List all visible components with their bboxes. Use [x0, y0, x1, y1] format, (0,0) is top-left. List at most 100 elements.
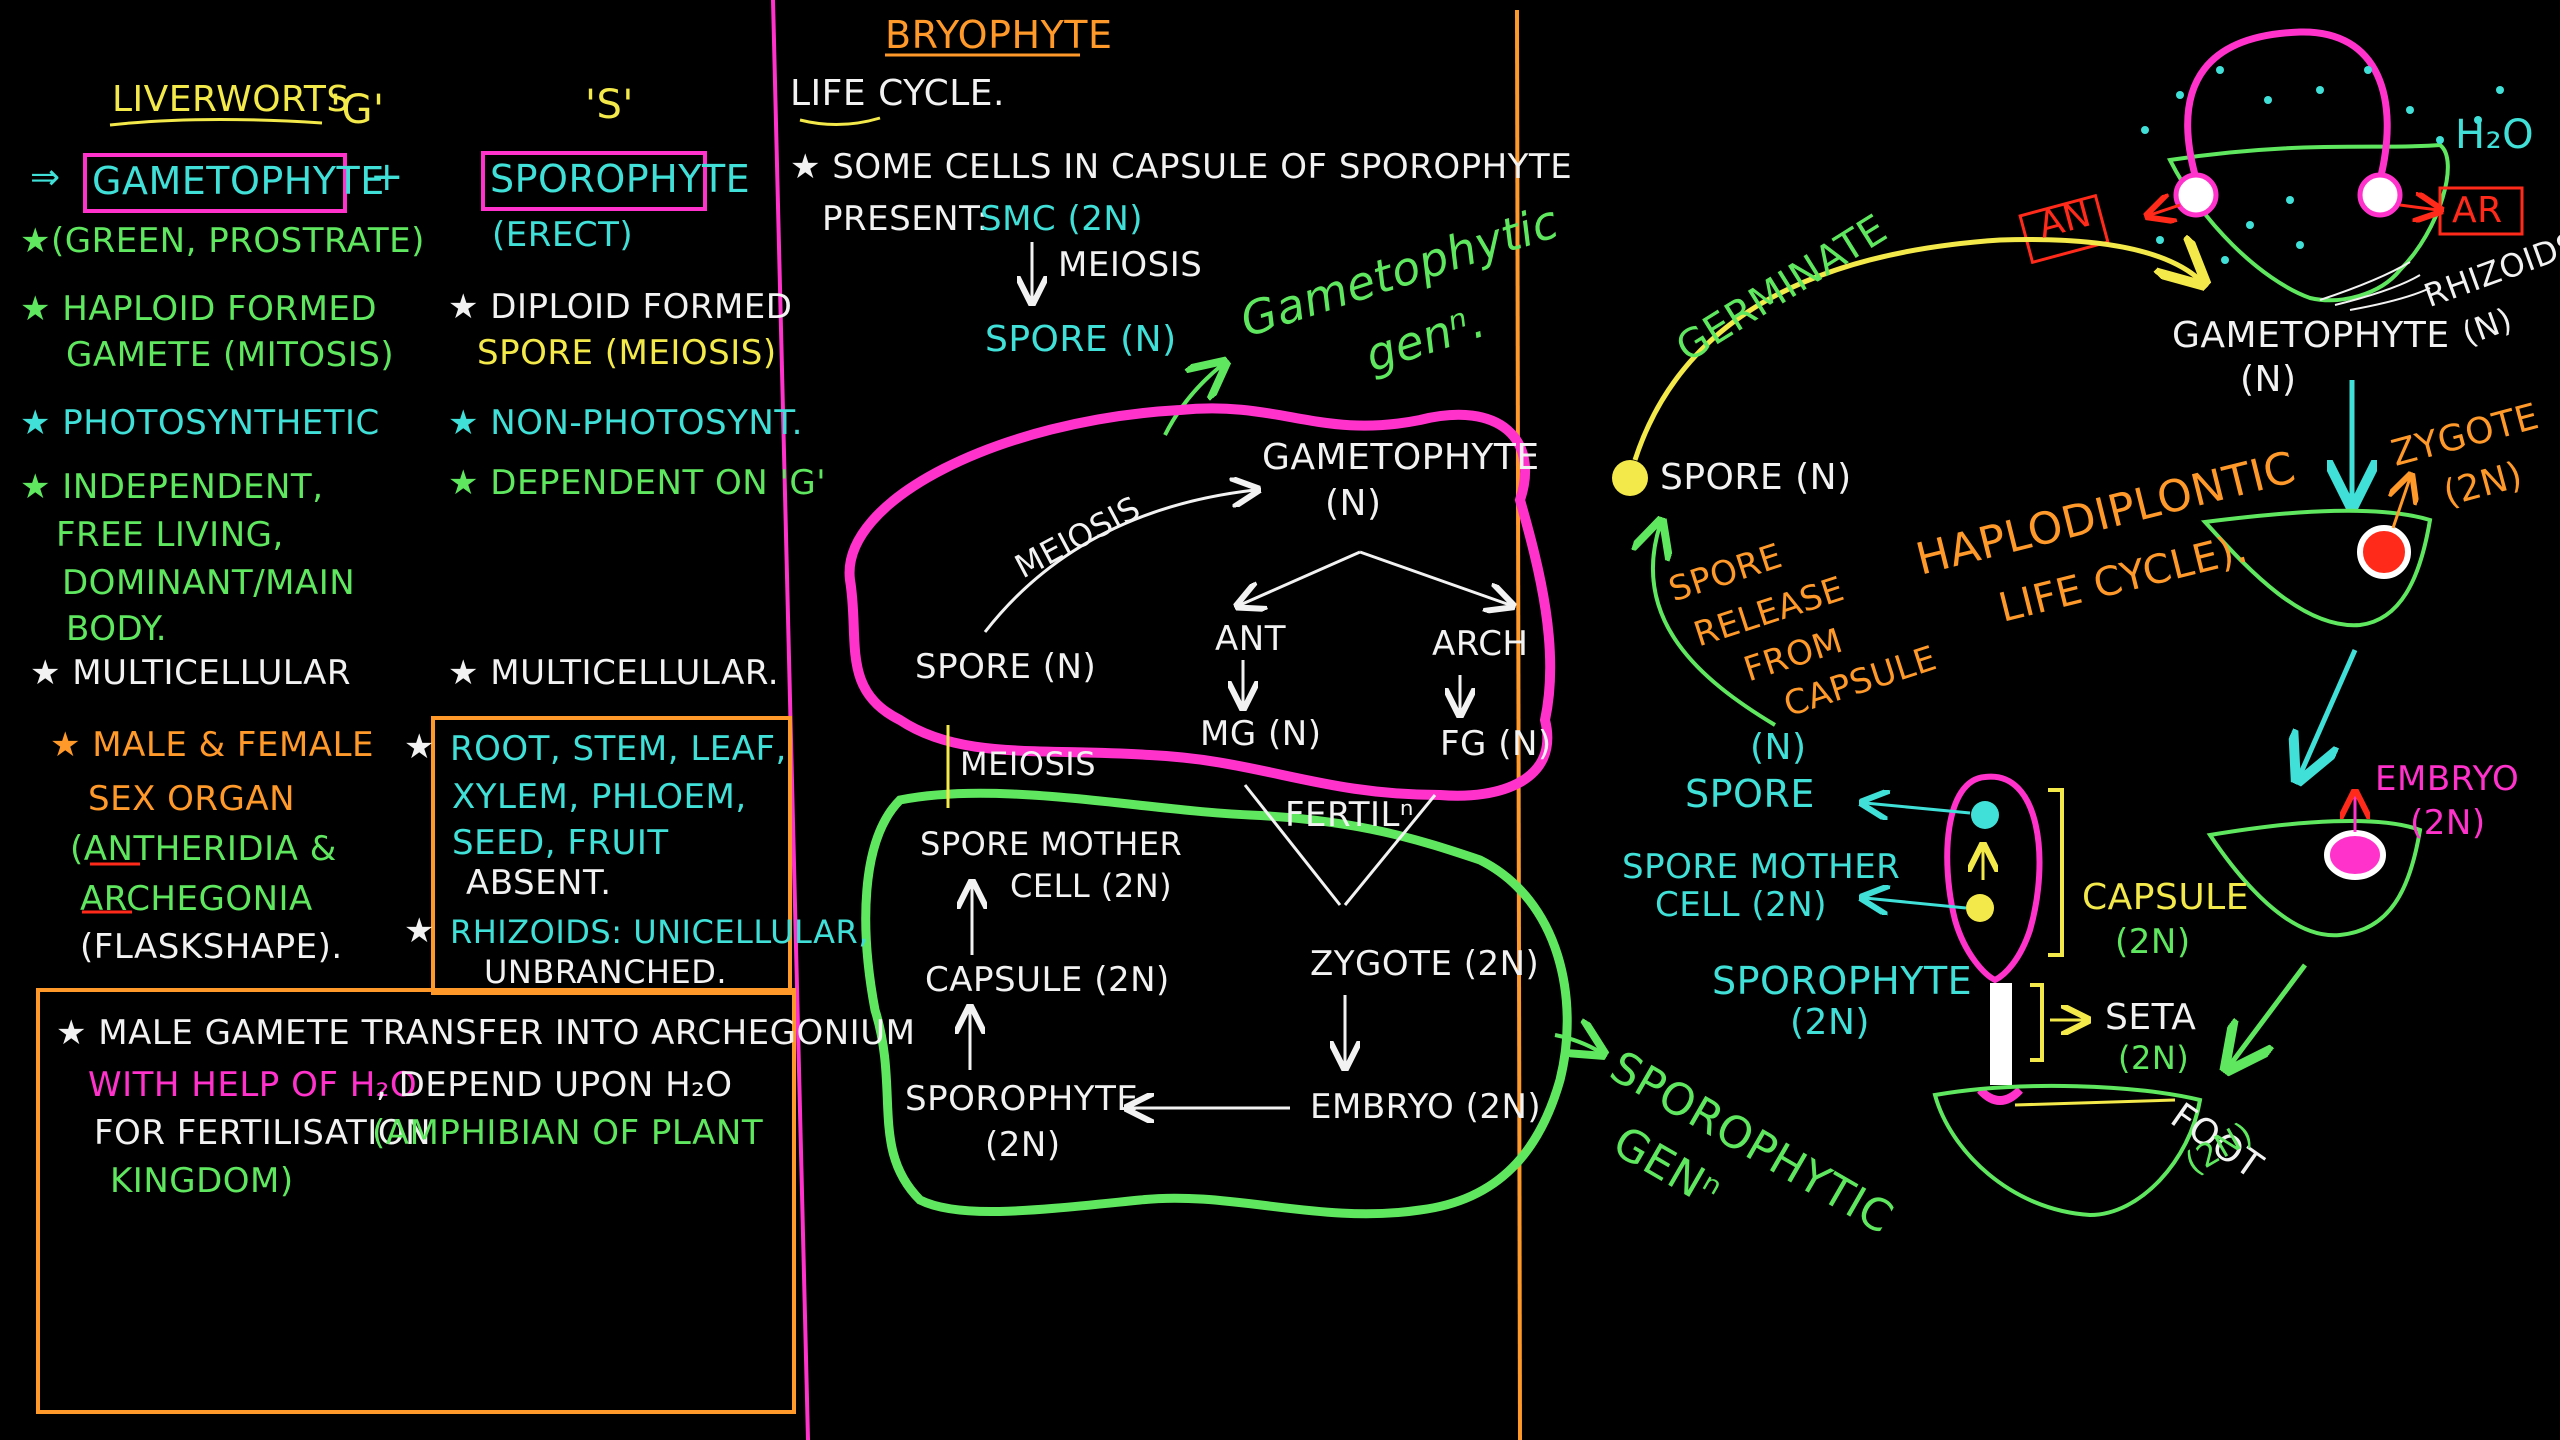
r-capsule-2n: (2N) — [2115, 922, 2191, 962]
cycle-smc-2: CELL (2N) — [1010, 867, 1173, 905]
rhizoid-lines — [2319, 261, 2431, 311]
life-cycle-subtitle: LIFE CYCLE. — [790, 73, 1005, 114]
gametophytic-pointer — [1163, 365, 1222, 436]
g-point-5: ★ MULTICELLULAR — [30, 653, 351, 693]
an-arrow — [2150, 205, 2181, 215]
ar-label: AR — [2452, 190, 2503, 231]
h2o-loop — [2184, 28, 2391, 181]
sporophyte-box — [481, 151, 707, 211]
seta-stalk — [1990, 983, 2012, 1085]
seta-bracket — [2030, 983, 2044, 1062]
spore-label-arrow — [1865, 803, 1971, 813]
zygote-arrow — [2393, 478, 2410, 529]
g-point-4b: FREE LIVING, — [56, 515, 284, 555]
spore-dot — [1612, 460, 1648, 496]
arrow-symbol: ⇒ — [30, 157, 61, 198]
r-gametophyte: GAMETOPHYTE — [2172, 315, 2450, 356]
cycle-mg: MG (N) — [1200, 714, 1322, 754]
fertil-line-left — [1243, 784, 1342, 906]
cycle-fertil: FERTILⁿ — [1285, 795, 1414, 835]
plus-sign: + — [370, 154, 405, 200]
r-spore-label-n: (N) — [1750, 727, 1807, 768]
s-point-2b: SPORE (MEIOSIS) — [477, 333, 777, 373]
g-tag: 'G' — [330, 87, 385, 133]
cycle-arch: ARCH — [1432, 624, 1529, 664]
foot-thallus — [1932, 1083, 2203, 1218]
cycle-zygote: ZYGOTE (2N) — [1310, 944, 1540, 984]
s-point-6c: SEED, FRUIT — [452, 823, 669, 863]
r-smc-1: SPORE MOTHER — [1622, 847, 1901, 887]
foot-line — [2014, 1098, 2176, 1107]
g-point-4a: ★ INDEPENDENT, — [20, 467, 324, 507]
s-box-star: ★ — [404, 727, 435, 767]
capsule-note-line-1: ★ SOME CELLS IN CAPSULE OF SPOROPHYTE — [790, 147, 1573, 187]
r-gametophyte-n: (N) — [2240, 359, 2297, 400]
s-point-6a: ROOT, STEM, LEAF, — [450, 729, 787, 769]
s-point-7b: UNBRANCHED. — [484, 953, 728, 991]
s-point-7-star: ★ — [404, 911, 435, 951]
r-smc-2: CELL (2N) — [1655, 885, 1828, 925]
s-point-5: ★ MULTICELLULAR. — [448, 653, 780, 693]
note-line-3a: FOR FERTILISATION — [94, 1113, 432, 1153]
liverworts-heading: LIVERWORTS — [112, 79, 350, 120]
g-point-4c: DOMINANT/MAIN — [62, 563, 356, 603]
h2o-label: H₂O — [2455, 112, 2535, 158]
capsule-outline — [1944, 773, 2043, 984]
g-point-2b: GAMETE (MITOSIS) — [66, 335, 395, 375]
zygote-cell — [2357, 525, 2411, 579]
r-embryo-2n: (2N) — [2410, 803, 2486, 843]
antheridium-left — [2173, 172, 2219, 218]
capsule-bracket — [2048, 788, 2064, 957]
cycle-sporophyte: SPOROPHYTE — [905, 1079, 1139, 1119]
sporophytic-pointer — [1554, 1035, 1600, 1052]
smc-label-arrow — [1865, 898, 1967, 908]
s-point-3: ★ NON-PHOTOSYNT. — [448, 403, 803, 443]
s-point-4: ★ DEPENDENT ON 'G' — [448, 463, 827, 503]
r-spore-label: SPORE — [1685, 772, 1815, 816]
cycle-smc-1: SPORE MOTHER — [920, 825, 1183, 863]
cycle-gametophyte-n: (N) — [1325, 483, 1382, 524]
cycle-embryo: EMBRYO (2N) — [1310, 1087, 1542, 1127]
cycle-spore: SPORE (N) — [915, 647, 1097, 687]
r-spore-n: SPORE (N) — [1660, 457, 1852, 498]
note-line-2b: , DEPEND UPON H₂O — [376, 1065, 733, 1105]
liverworts-underline — [109, 117, 323, 127]
note-line-3b: (AMPHIBIAN OF PLANT — [372, 1113, 764, 1153]
capsule-note-line-2b: SMC (2N) — [980, 199, 1144, 239]
germinate-arrow — [1632, 240, 2200, 461]
s-point-2a: ★ DIPLOID FORMED — [448, 287, 793, 327]
cycle-capsule: CAPSULE (2N) — [925, 960, 1170, 1000]
r-seta: SETA — [2105, 997, 2197, 1038]
r-seta-2n: (2N) — [2118, 1039, 2190, 1077]
branch-left — [1240, 550, 1361, 605]
g-point-3: ★ PHOTOSYNTHETIC — [20, 403, 380, 443]
capsule-spore — [1971, 801, 1999, 829]
gametophytic-blob — [844, 403, 1556, 801]
capsule-smc — [1966, 894, 1994, 922]
spore-n-top: SPORE (N) — [985, 319, 1177, 360]
zygote-thallus — [2200, 508, 2433, 628]
s-point-6d: ABSENT. — [466, 863, 612, 903]
s-point-6b: XYLEM, PHLOEM, — [452, 777, 747, 817]
lifecycle-underline — [799, 116, 881, 126]
r-sporophyte: SPOROPHYTE — [1712, 959, 1973, 1003]
sporophyte-label: SPOROPHYTE — [490, 157, 751, 201]
water-dots — [2141, 66, 2504, 264]
s-point-1: (ERECT) — [492, 215, 634, 255]
sporophytic-blob — [861, 788, 1572, 1219]
zygote-embryo-arrow-right — [2300, 648, 2358, 775]
divider-orange — [1515, 9, 1522, 1440]
fertil-line-right — [1343, 794, 1437, 906]
r-embryo: EMBRYO — [2375, 759, 2520, 799]
embryo-thallus — [2206, 818, 2423, 938]
cycle-ant: ANT — [1215, 619, 1286, 659]
note-line-4: KINGDOM) — [110, 1161, 294, 1201]
spore-release-arrow — [1653, 525, 1777, 727]
r-sporophyte-2n: (2N) — [1790, 1002, 1870, 1043]
note-box — [36, 988, 796, 1414]
cycle-fg: FG (N) — [1440, 724, 1552, 764]
g-point-6a: ★ MALE & FEMALE — [50, 725, 374, 765]
g-point-6d: ARCHEGONIA — [80, 879, 313, 919]
g-point-2a: ★ HAPLOID FORMED — [20, 289, 378, 329]
